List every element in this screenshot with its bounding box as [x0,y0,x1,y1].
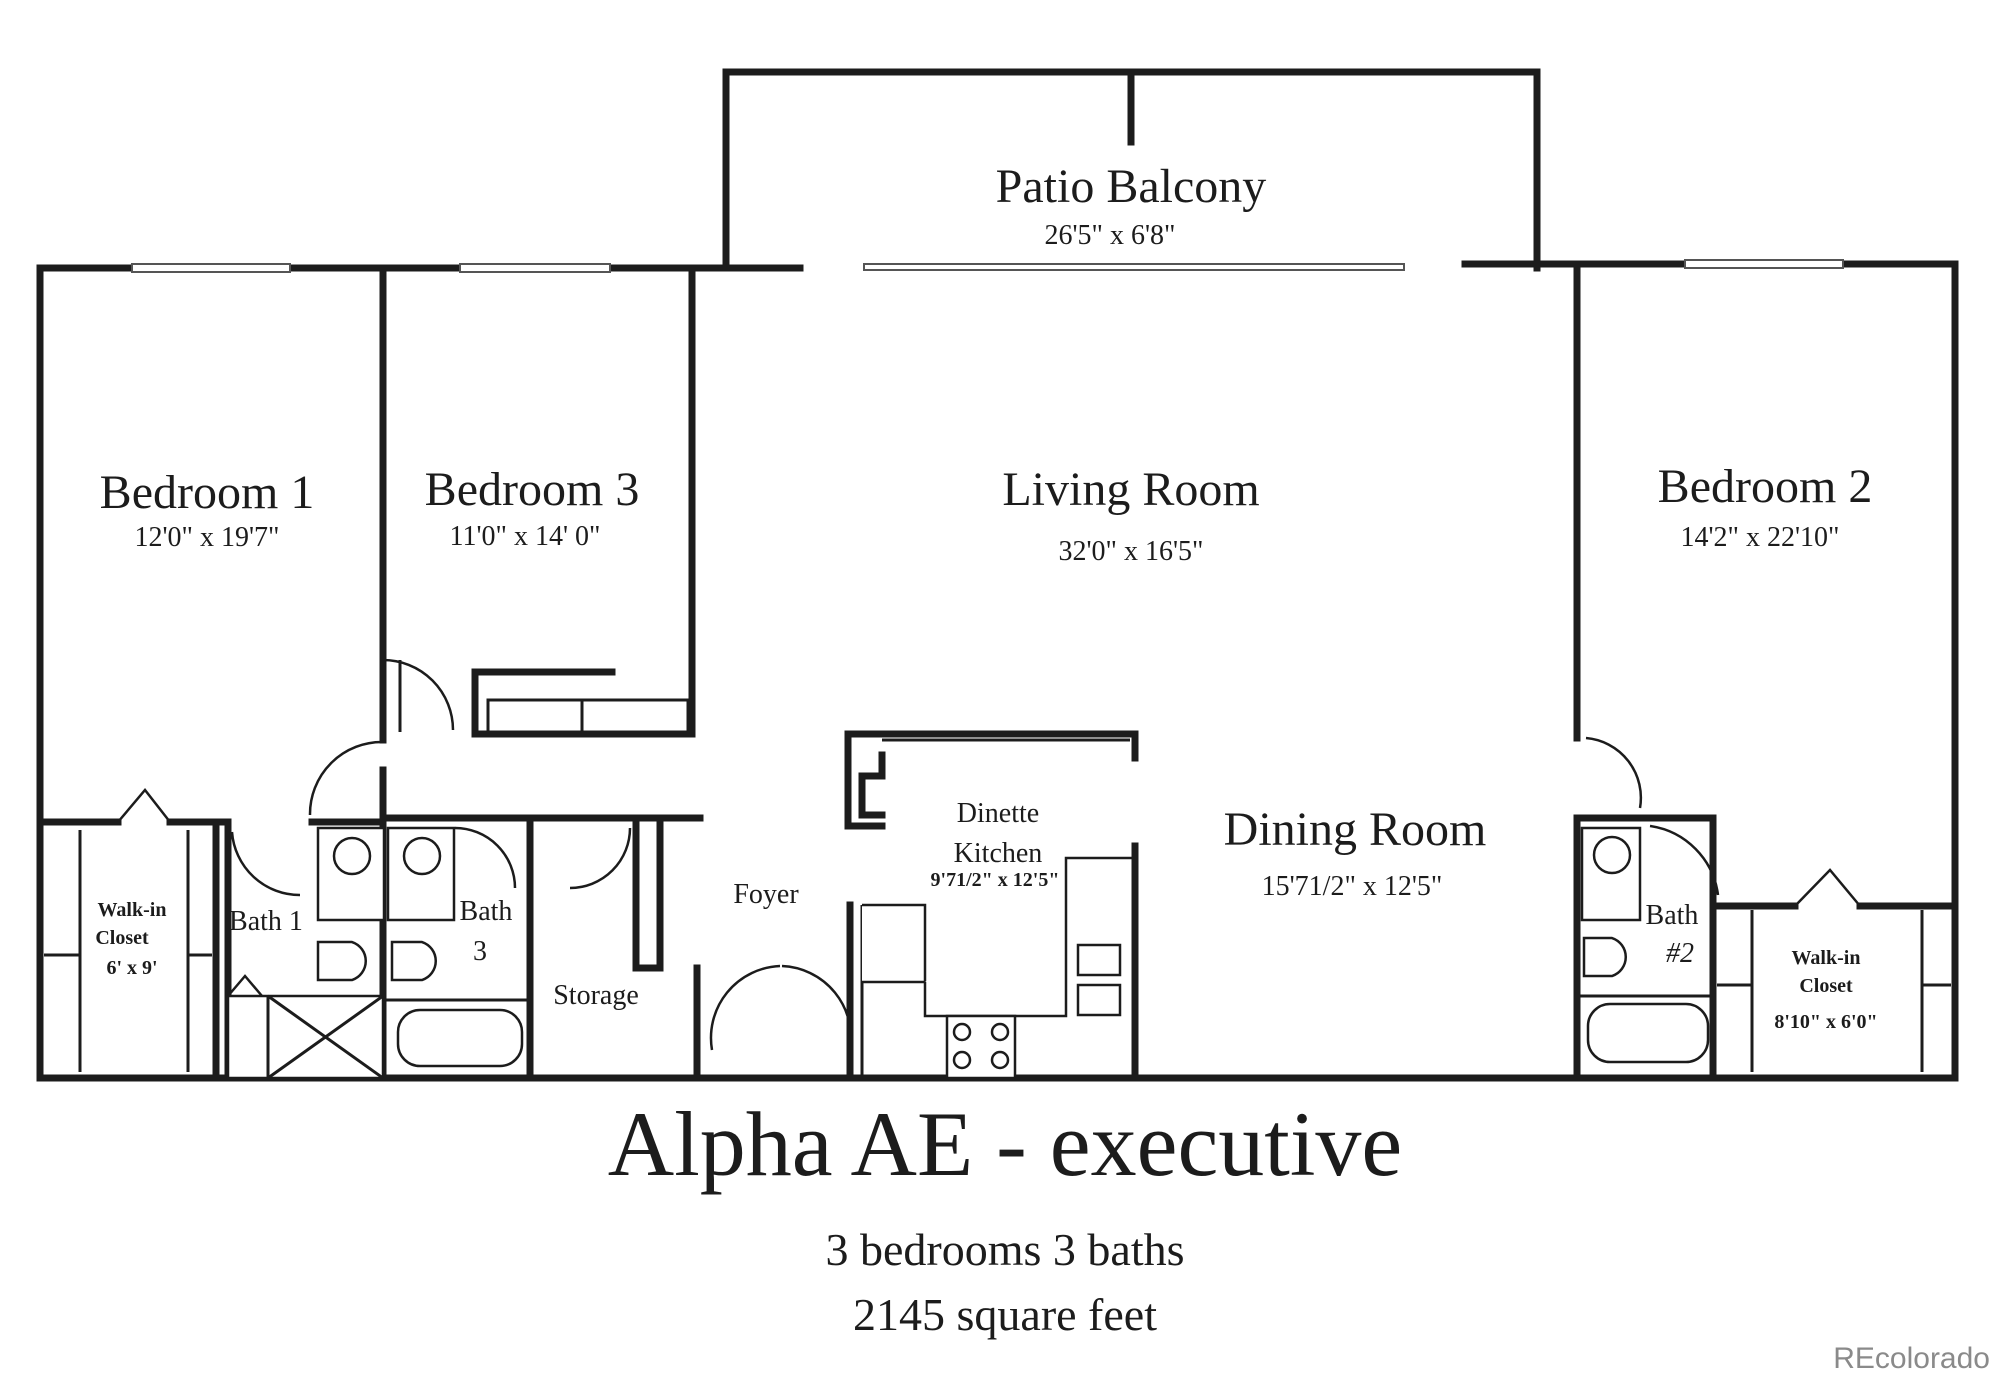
bath-3-label-line2: 3 [473,936,487,967]
bedroom-2-label: Bedroom 2 [1658,460,1873,513]
kitchen-label: Kitchen [954,838,1043,869]
walk-in-closet-1-label-line1: Walk-in [98,899,167,921]
bath-3-label-line1: Bath [460,896,513,927]
dinette-kitchen-dimensions: 9'71/2" x 12'5" [931,869,1060,891]
bath-2-fixtures [1573,814,1717,1082]
bedroom-3-label: Bedroom 3 [425,463,640,516]
foyer-label: Foyer [733,879,799,910]
bath-3-fixtures [383,814,534,1082]
plan-subtitle-bedrooms-baths: 3 bedrooms 3 baths [825,1224,1184,1275]
walk-in-closet-1-dimensions: 6' x 9' [106,957,157,979]
bedroom-1-label: Bedroom 1 [100,466,315,519]
walk-in-closet-2-dimensions: 8'10" x 6'0" [1774,1011,1877,1033]
living-room-label: Living Room [1002,463,1259,516]
plan-subtitle-square-feet: 2145 square feet [853,1289,1157,1340]
bath-1-fixtures [224,818,386,1082]
windows [131,259,1844,273]
door-swings [117,658,1861,1051]
bath-2-label-line1: Bath [1646,900,1699,931]
walk-in-closet-2-label-line2: Closet [1799,975,1853,997]
living-room-dimensions: 32'0" x 16'5" [1059,536,1204,567]
bedroom-3-dimensions: 11'0" x 14' 0" [450,521,601,552]
bedroom-2-dimensions: 14'2" x 22'10" [1681,522,1840,553]
patio-balcony-label: Patio Balcony [996,160,1267,213]
bath-2-label-line2: #2 [1666,938,1694,969]
walk-in-closet-1-label-line2: Closet [95,927,149,949]
recolorado-watermark: REcolorado [1833,1342,1990,1375]
patio-balcony-dimensions: 26'5" x 6'8" [1045,220,1176,251]
kitchen-walls [844,730,1139,1082]
bedroom-1-dimensions: 12'0" x 19'7" [135,522,280,553]
dinette-label: Dinette [957,798,1039,829]
walk-in-closet-1-walls [36,818,220,1082]
dining-room-label: Dining Room [1224,803,1487,856]
room-labels: Patio Balcony 26'5" x 6'8" Bedroom 1 12'… [95,160,1877,1033]
storage-foyer-walls [632,814,854,1082]
bedroom-walls [36,264,704,1082]
dining-room-dimensions: 15'71/2" x 12'5" [1262,871,1443,902]
walk-in-closet-2-label-line1: Walk-in [1792,947,1861,969]
storage-label: Storage [553,980,639,1011]
bath-1-label: Bath 1 [229,906,303,937]
patio-balcony-walls [722,68,1541,272]
walk-in-closet-2-walls [1709,902,1959,1072]
plan-title: Alpha AE - executive [608,1093,1403,1195]
